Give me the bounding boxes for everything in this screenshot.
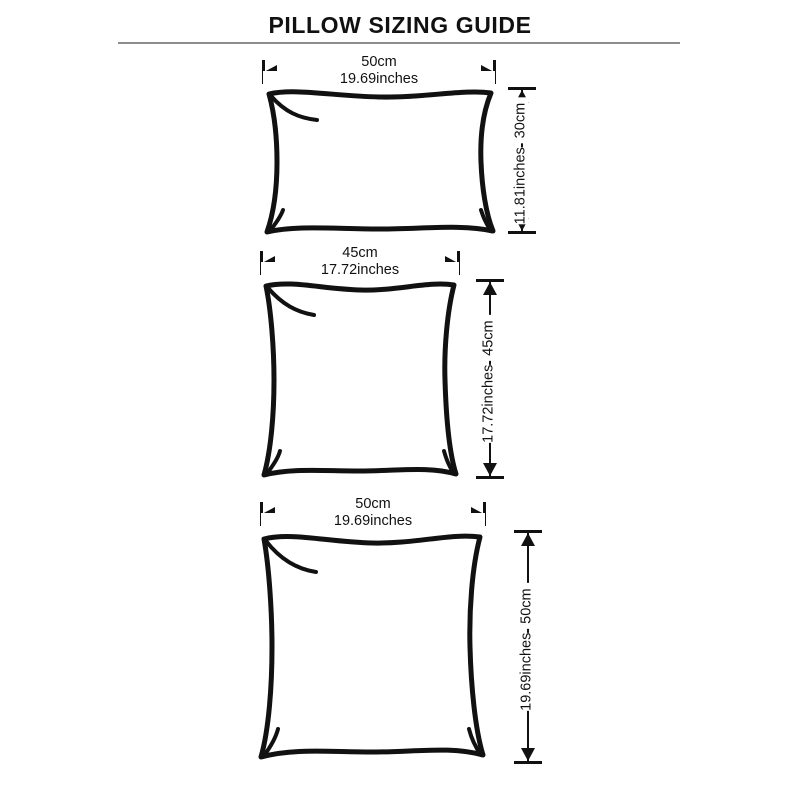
arrow-up-icon bbox=[483, 282, 497, 295]
pillow-2-shape bbox=[261, 281, 459, 478]
pillow-3-height-inches: 19.69inches bbox=[518, 632, 535, 711]
arrow-up-icon bbox=[521, 533, 535, 546]
page-title: PILLOW SIZING GUIDE bbox=[268, 12, 532, 38]
pillow-1-width-cm: 50cm bbox=[356, 54, 402, 71]
pillow-3-shape bbox=[258, 533, 486, 760]
extension-tick-bottom bbox=[476, 476, 504, 479]
pillow-3-width-labels: 50cm 19.69inches bbox=[261, 496, 485, 530]
pillow-2-width-labels: 45cm 17.72inches bbox=[261, 245, 459, 279]
pillow-3-width-inches: 19.69inches bbox=[261, 513, 485, 530]
pillow-1-height-cm: 30cm bbox=[512, 97, 529, 143]
extension-tick-bottom bbox=[514, 761, 542, 764]
pillow-1-width-inches: 19.69inches bbox=[263, 71, 495, 88]
arrow-down-icon bbox=[521, 748, 535, 761]
pillow-1-width-labels: 50cm 19.69inches bbox=[263, 54, 495, 88]
extension-tick-top bbox=[508, 87, 536, 90]
pillow-2-width-cm: 45cm bbox=[337, 245, 383, 262]
pillow-2-height-cm: 45cm bbox=[480, 315, 497, 361]
arrow-down-icon bbox=[483, 463, 497, 476]
pillow-2-width-inches: 17.72inches bbox=[261, 262, 459, 279]
extension-tick-top bbox=[476, 279, 504, 282]
pillow-3-width-cm: 50cm bbox=[350, 496, 396, 513]
pillow-1-height-inches: 11.81inches bbox=[512, 146, 529, 224]
pillow-1-height-labels: 11.81inches 30cm bbox=[512, 97, 530, 224]
title-divider bbox=[118, 42, 680, 44]
extension-tick-top bbox=[514, 530, 542, 533]
pillow-1-shape bbox=[264, 89, 496, 235]
pillow-2-height-inches: 17.72inches bbox=[480, 364, 497, 443]
pillow-3-height-cm: 50cm bbox=[518, 583, 535, 629]
extension-tick-bottom bbox=[508, 231, 536, 234]
pillow-2-height-labels: 17.72inches 45cm bbox=[480, 315, 498, 443]
pillow-3-height-labels: 19.69inches 50cm bbox=[518, 583, 536, 711]
